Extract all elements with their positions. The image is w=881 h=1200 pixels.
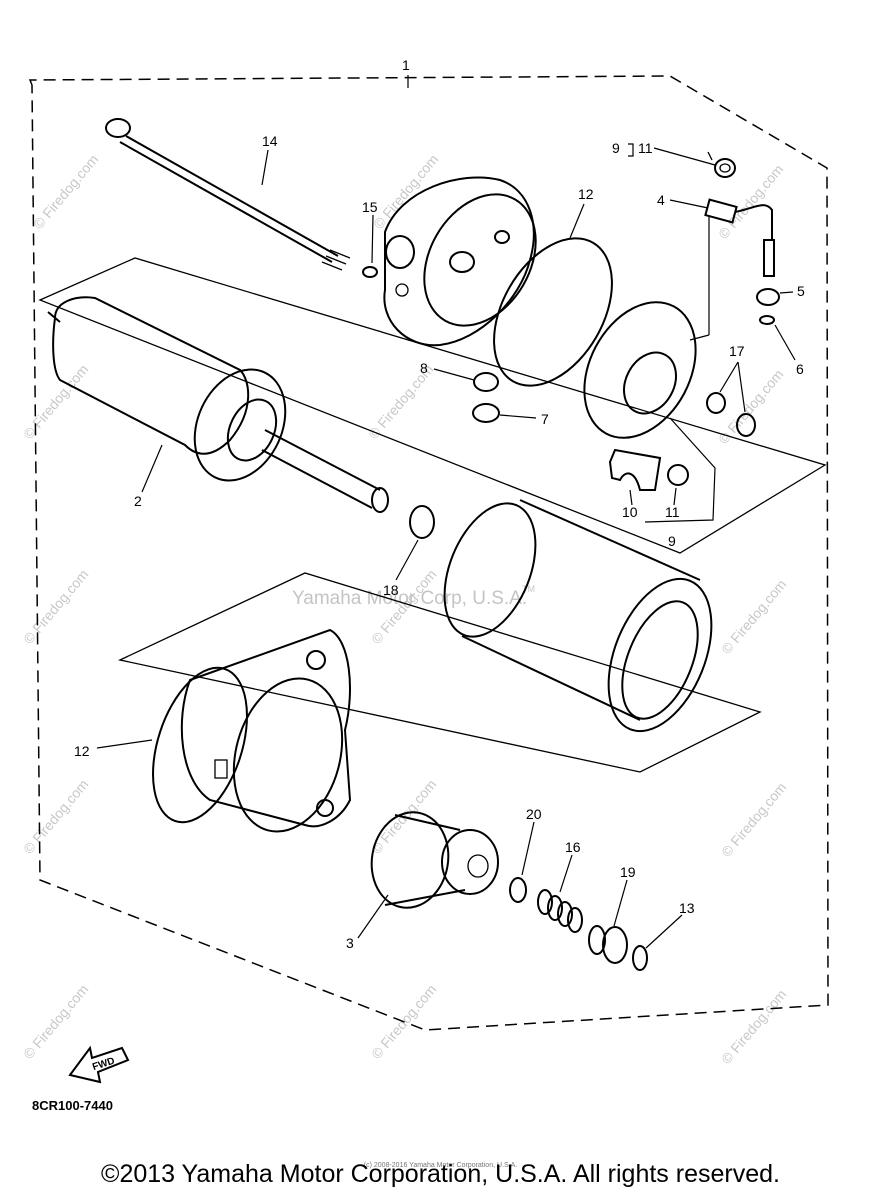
brush-holder-part (608, 448, 662, 491)
gasket-bottom-part (152, 666, 248, 824)
spring-part (537, 889, 583, 933)
watermark: © Firedog.com (715, 161, 786, 242)
through-bolt-part (105, 118, 351, 271)
callout-1: 1 (402, 57, 410, 73)
assembly-outline (28, 75, 829, 1031)
tiny-notice: (c) 2008-2016 Yamaha Motor Corporation, … (363, 1162, 518, 1169)
watermark: © Firedog.com (370, 151, 441, 232)
brush-spring-part (667, 464, 689, 486)
brush-spring-top-part (707, 151, 736, 178)
yoke-part (443, 499, 713, 733)
armature-part (47, 296, 389, 513)
callout-12b: 12 (74, 743, 90, 759)
callout-11: 11 (638, 140, 653, 156)
nut-part (472, 403, 500, 423)
copyright-notice: ©2013 Yamaha Motor Corporation, U.S.A. A… (101, 1160, 780, 1188)
callout-4: 4 (657, 192, 665, 208)
callout-10: 10 (622, 504, 638, 520)
callout-2: 2 (134, 493, 142, 509)
callout-15: 15 (362, 199, 378, 215)
watermark: © Firedog.com (20, 566, 91, 647)
washer-part (409, 505, 435, 539)
callout-12: 12 (578, 186, 594, 202)
callout-20: 20 (526, 806, 542, 822)
callout-9: 9 (612, 140, 620, 156)
callout-13: 13 (679, 900, 695, 916)
washer-part (509, 877, 527, 903)
nut-part (756, 288, 780, 306)
callout-8: 8 (420, 360, 428, 376)
watermark: © Firedog.com (718, 779, 789, 860)
pinion-gear-part (370, 811, 499, 909)
callout-19: 19 (620, 864, 636, 880)
diagram-code: 8CR100-7440 (32, 1098, 113, 1113)
o-ring-part (362, 266, 378, 278)
callout-18: 18 (383, 582, 399, 598)
watermark-tm: TM (522, 584, 535, 594)
stopper-part (588, 925, 628, 964)
callout-7: 7 (541, 411, 549, 427)
watermark: © Firedog.com (718, 986, 789, 1067)
brush-plate-part (583, 301, 697, 439)
callout-14: 14 (262, 133, 278, 149)
callout-5: 5 (797, 283, 805, 299)
callout-16: 16 (565, 839, 581, 855)
callout-3: 3 (346, 935, 354, 951)
leader-lines (96, 75, 796, 949)
watermarks: © Firedog.com © Firedog.com © Firedog.co… (20, 151, 789, 1067)
armature-plane (38, 257, 827, 554)
front-cover-part (180, 628, 352, 833)
circlip-part (632, 945, 648, 971)
callout-9b: 9 (668, 533, 676, 549)
rear-cover-part (383, 176, 537, 347)
brush-lead-part (704, 198, 775, 277)
callouts: 1 14 15 12 9 11 4 5 6 17 8 7 10 11 9 2 1… (74, 57, 805, 951)
watermark-center: Yamaha Motor Corp, U.S.A. (292, 588, 527, 609)
watermark: © Firedog.com (30, 151, 101, 232)
callout-6: 6 (796, 361, 804, 377)
forward-arrow-icon: FWD (68, 1045, 130, 1084)
watermark: © Firedog.com (20, 981, 91, 1062)
watermark: © Firedog.com (718, 576, 789, 657)
housing-plane (117, 572, 762, 773)
nut-part (473, 372, 499, 392)
o-ring-small-part (759, 315, 775, 325)
watermark: © Firedog.com (20, 776, 91, 857)
washer-part (736, 413, 756, 437)
washer-part (706, 392, 726, 414)
callout-11b: 11 (665, 504, 680, 520)
callout-17: 17 (729, 343, 745, 359)
gasket-top-part (493, 237, 613, 387)
